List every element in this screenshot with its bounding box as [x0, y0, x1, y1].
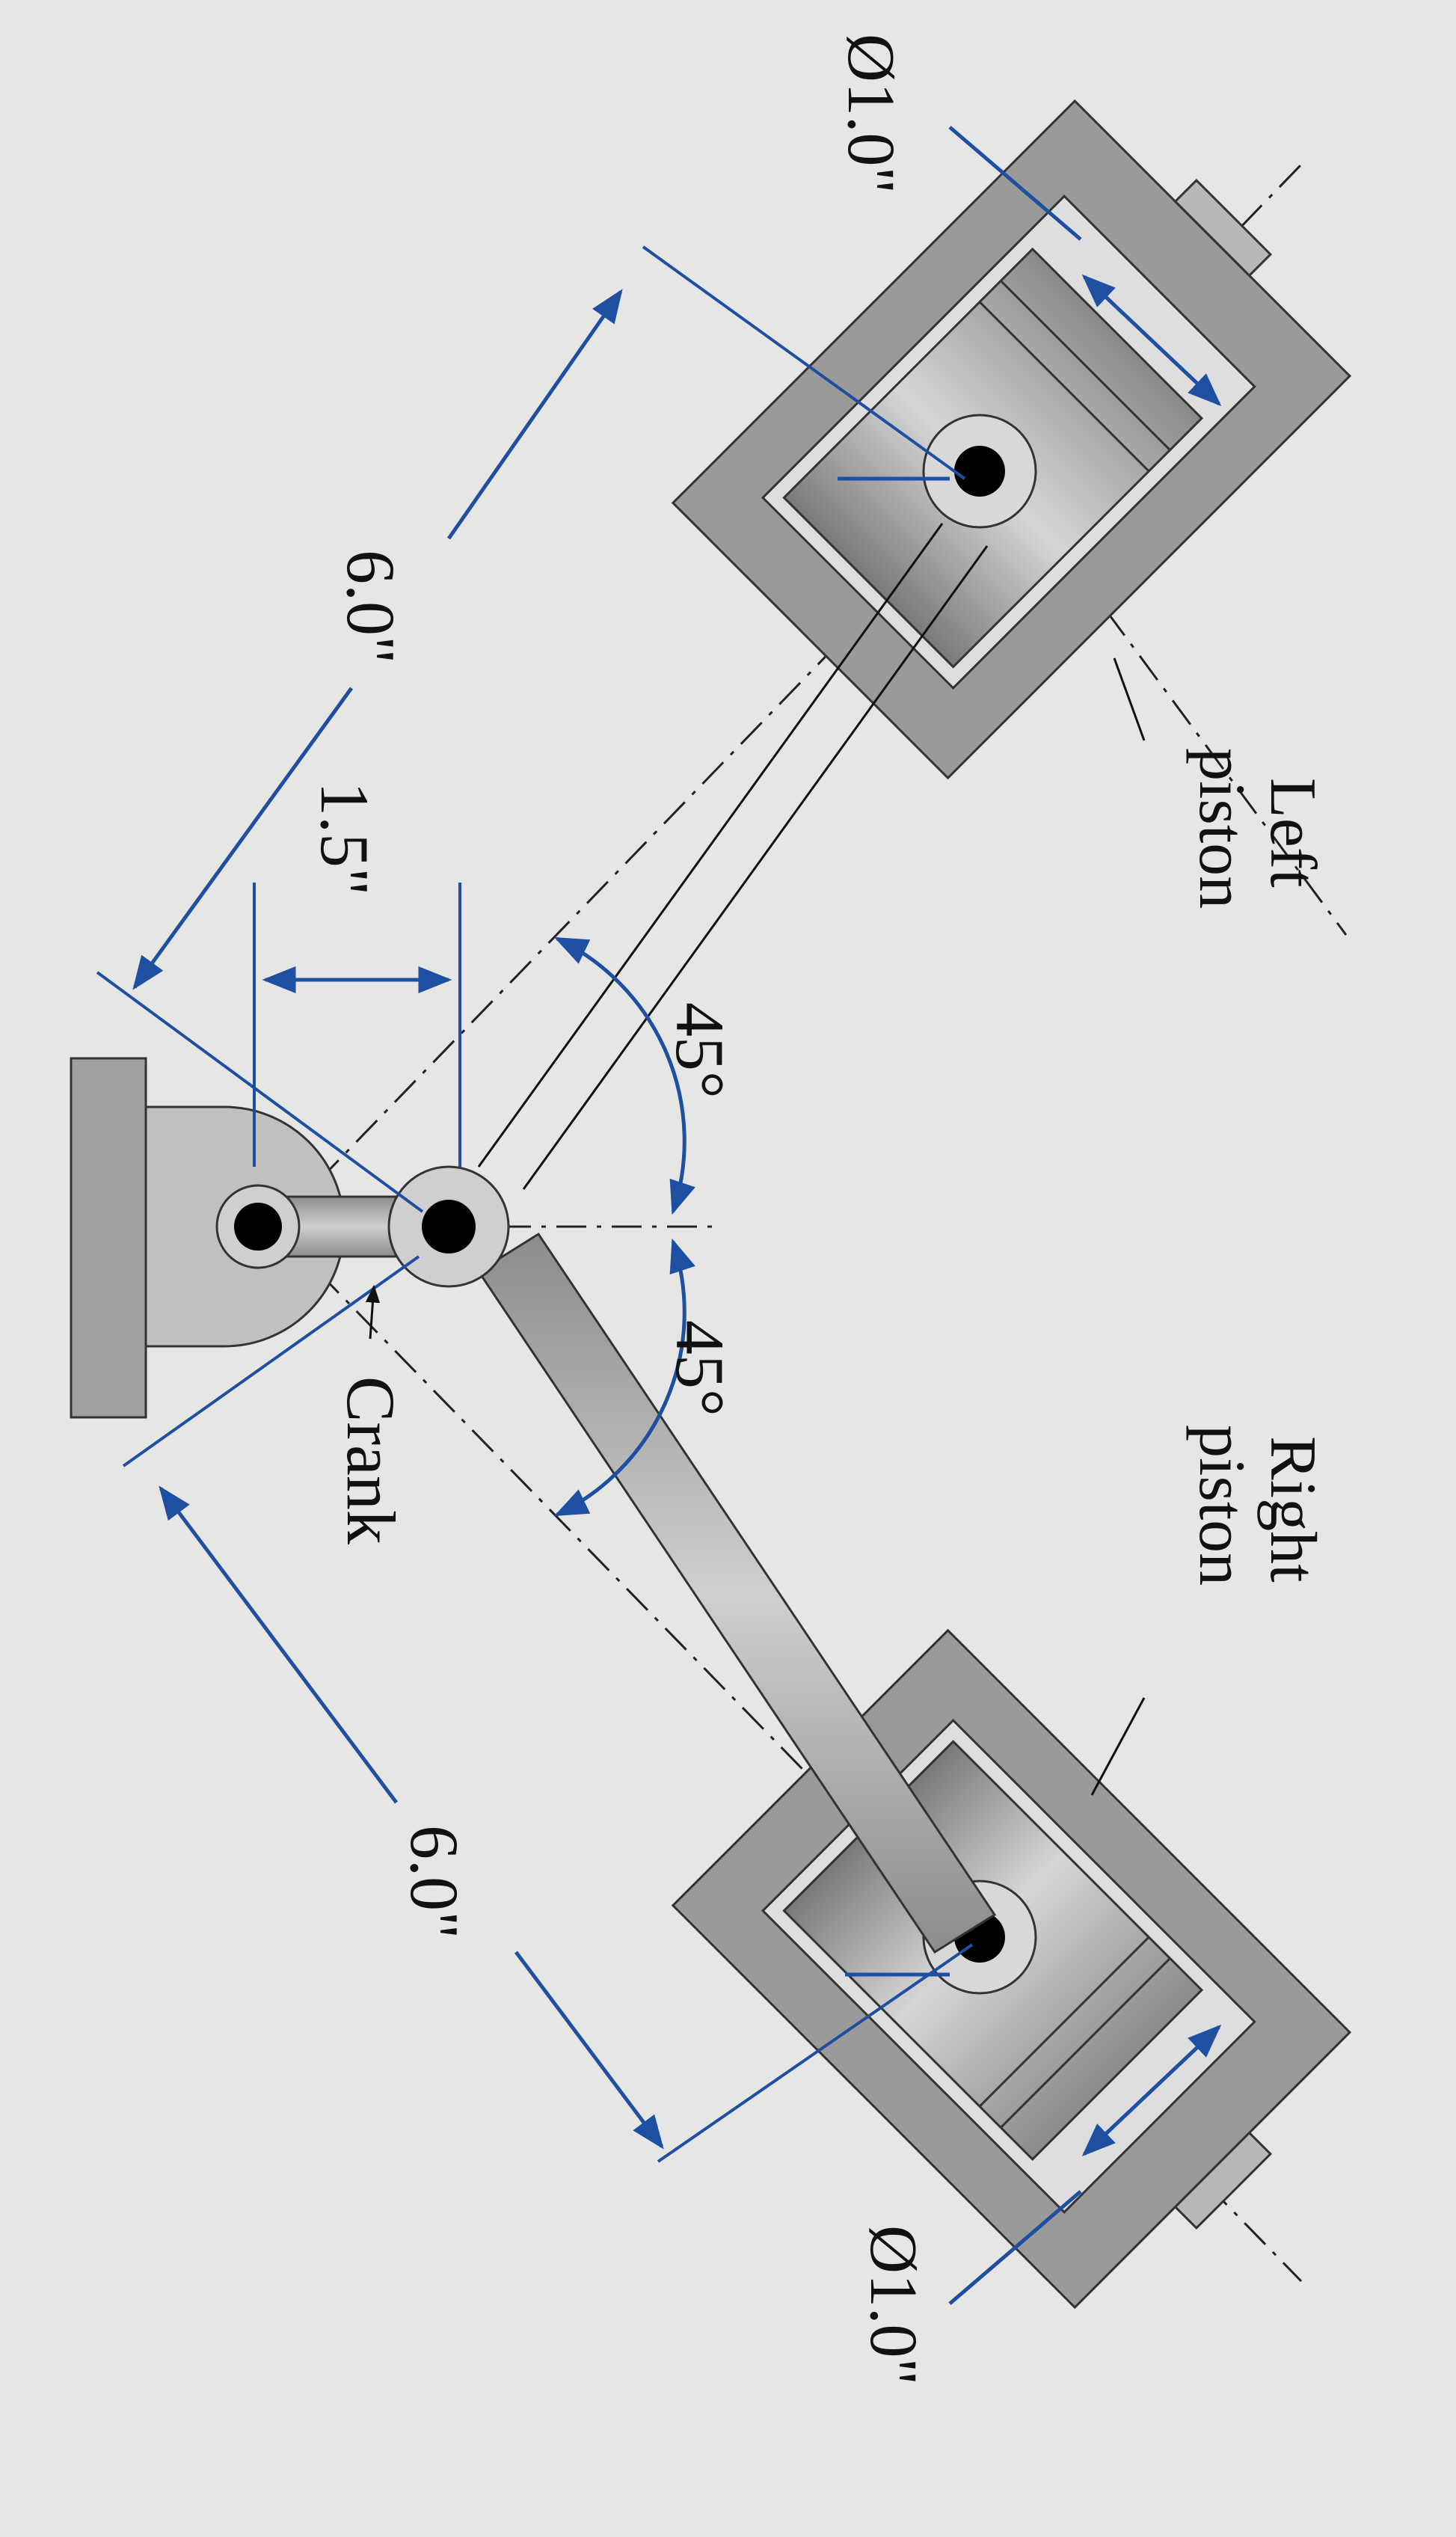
rod-left-dimension-upper: [446, 289, 623, 540]
bore-left-label: Ø1.0": [834, 34, 908, 194]
rod-right-dimension-lower: [159, 1485, 398, 1804]
crank-main-pin: [234, 1203, 282, 1251]
left-piston-label-line2: piston: [1185, 748, 1258, 909]
right-head-bolt: [1173, 2131, 1273, 2230]
rod-length-left-label: 6.0": [333, 550, 409, 664]
rod-left-ext-pin: [642, 245, 966, 480]
leaders: [365, 657, 1146, 1796]
right-piston-label-line2: piston: [1185, 1425, 1258, 1586]
left-head-bolt: [1173, 178, 1273, 277]
bore-right-leader: [948, 2190, 1082, 2305]
rod-length-right-label: 6.0": [396, 1825, 473, 1939]
left-piston: [671, 99, 1352, 780]
bore-left-dimension: [1081, 274, 1222, 407]
rod-left-dimension-lower: [132, 687, 354, 990]
right-piston-leader: [1090, 1697, 1146, 1796]
left-piston-label-line1: Left: [1256, 778, 1329, 888]
angle-upper-label: 45°: [662, 1002, 738, 1099]
right-piston: [671, 1628, 1352, 2310]
right-piston-ring: [978, 1936, 1150, 2108]
labels: Left piston Right piston Crank 6.0" 6.0"…: [307, 34, 1329, 2385]
crank-pin: [422, 1200, 476, 1254]
crank-label: Crank: [333, 1376, 409, 1544]
crank-assembly: [70, 1057, 510, 1419]
angle-lower-label: 45°: [662, 1320, 738, 1417]
rod-right-ext-pin: [657, 1943, 974, 2163]
left-piston-leader: [1113, 657, 1146, 741]
crank-base-plate: [70, 1057, 147, 1419]
crank-leader: [365, 1284, 381, 1340]
bore-right-dimension: [1081, 2024, 1222, 2157]
left-piston-ring: [978, 301, 1150, 473]
dimensions: [96, 126, 1222, 2305]
bore-left-leader: [948, 126, 1082, 241]
crank-offset-label: 1.5": [307, 782, 383, 896]
right-piston-label-line1: Right: [1256, 1436, 1329, 1583]
angle-lower-arc: [553, 1238, 695, 1517]
angle-upper-arc: [553, 936, 695, 1215]
left-wrist-pin: [954, 446, 1005, 497]
rod-left-ext-crank: [96, 971, 424, 1213]
rod-right-dimension-upper: [514, 1951, 664, 2150]
bore-right-label: Ø1.0": [856, 2225, 930, 2385]
left-rod-edge: [522, 545, 989, 1190]
